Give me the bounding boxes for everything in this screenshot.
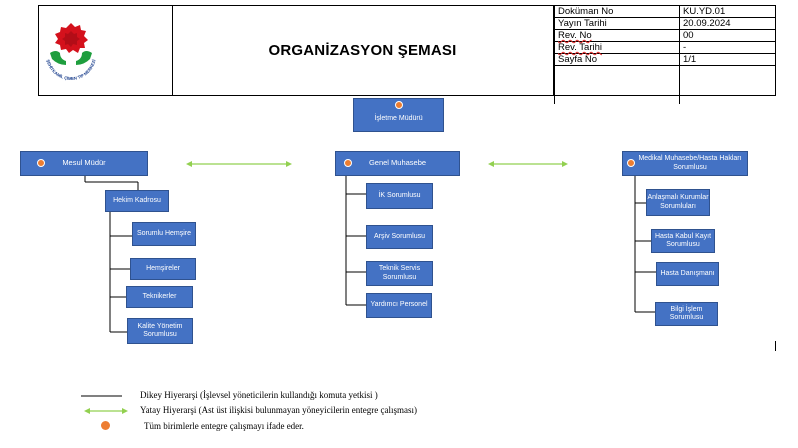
box-label: Arşiv Sorumlusu [374,232,425,240]
box-anlasmali-kurumlar: Anlaşmalı Kurumlar Sorumluları [646,189,710,216]
legend-vertical: Dikey Hiyerarşi (İşlevsel yöneticilerin … [140,390,378,400]
carnation-logo-icon: ŞEHİTKAMİL ÇİMEN TIP MERKEZİ [45,23,96,81]
text-cursor [775,341,776,351]
legend-horizontal-text: Yatay Hiyerarşi (Ast üst ilişkisi bulunm… [140,405,418,415]
box-label: Teknikerler [142,292,177,300]
box-teknikerler: Teknikerler [126,286,193,308]
integration-dot-icon [344,159,352,167]
legend-horizontal: Yatay Hiyerarşi (Ast üst ilişkisi bulunm… [140,405,417,415]
meta-key: Sayfa No [554,53,680,66]
box-label: Anlaşmalı Kurumlar Sorumluları [647,194,709,210]
logo-cell [39,6,173,95]
legend-vertical-text: Dikey Hiyerarşi (İşlevsel yöneticilerin … [140,390,378,400]
box-label: Hemşireler [146,264,180,272]
integration-dot-icon [37,159,45,167]
box-ik-sorumlusu: İK Sorumlusu [366,183,433,209]
meta-value: 1/1 [679,53,776,66]
page-title: ORGANİZASYON ŞEMASI [268,42,457,59]
box-hasta-kabul: Hasta Kabul Kayıt Sorumlusu [651,229,715,253]
box-hekim-kadrosu: Hekim Kadrosu [105,190,169,212]
box-sorumlu-hemsire: Sorumlu Hemşire [132,222,196,246]
meta-key: Rev. Tarihi [558,42,602,53]
box-label: Genel Muhasebe [368,158,427,168]
integration-dot-icon [627,159,635,167]
box-label: Yardımcı Personel [370,301,428,309]
box-label: Sorumlu Hemşire [136,229,192,237]
box-label: Medikal Muhasebe/Hasta Hakları Sorumlusu [638,155,742,171]
box-kalite-yonetim: Kalite Yönetim Sorumlusu [127,318,193,344]
box-hasta-danismani: Hasta Danışmanı [656,262,719,286]
title-cell: ORGANİZASYON ŞEMASI [172,6,554,95]
legend-dot: Tüm birimlerle entegre çalışmayı ifade e… [144,421,304,431]
meta-blank-row [554,65,776,104]
box-label: Teknik Servis Sorumlusu [378,265,421,281]
legend-dot-icon [101,421,110,430]
box-yardimci-personel: Yardımcı Personel [366,293,432,318]
box-label: Bilgi İşlem Sorumlusu [669,305,704,321]
box-teknik-servis: Teknik Servis Sorumlusu [366,261,433,286]
box-hemsireler: Hemşireler [130,258,196,280]
box-label: Hasta Kabul Kayıt Sorumlusu [654,232,712,248]
integration-dot-icon [395,101,403,109]
box-label: Hasta Danışmanı [660,269,715,277]
box-arsiv-sorumlusu: Arşiv Sorumlusu [366,225,433,249]
box-medikal-muhasebe: Medikal Muhasebe/Hasta Hakları Sorumlusu [622,151,748,176]
box-label: İK Sorumlusu [378,191,421,199]
box-label: Hekim Kadrosu [113,196,161,204]
box-genel-muhasebe: Genel Muhasebe [335,151,460,176]
box-label: İşletme Müdürü [374,114,423,122]
box-bilgi-islem: Bilgi İşlem Sorumlusu [655,302,718,326]
box-label: Mesul Müdür [62,158,106,168]
box-label: Kalite Yönetim Sorumlusu [137,322,183,338]
meta-key: Rev. No [558,30,592,41]
legend-dot-text: Tüm birimlerle entegre çalışmayı ifade e… [144,421,304,431]
